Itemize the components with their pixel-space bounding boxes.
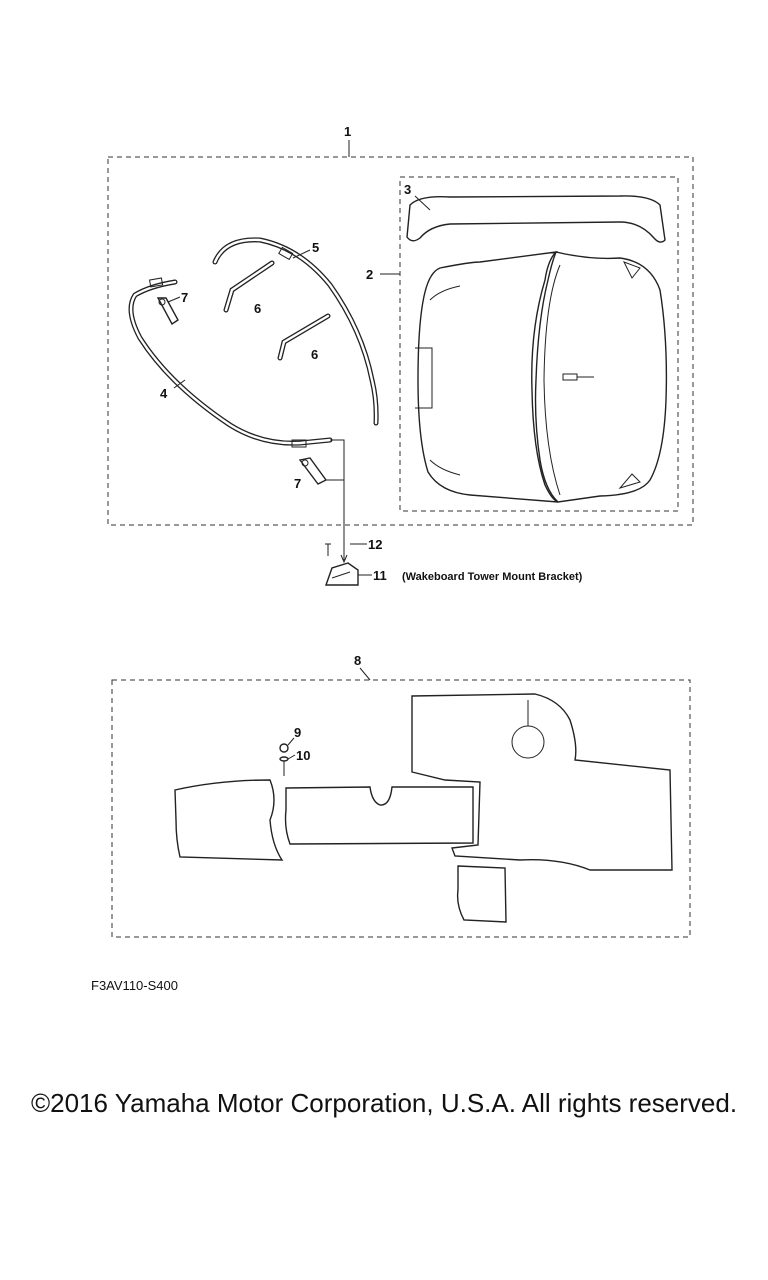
part-11-mount-bracket (325, 562, 359, 586)
callout-6-lower: 6 (311, 347, 318, 362)
part-6-brace-upper (223, 260, 275, 313)
diagram-code: F3AV110-S400 (91, 978, 178, 993)
part-5-rear-frame (212, 237, 379, 426)
callout-7-lower: 7 (294, 476, 301, 491)
callout-1: 1 (344, 124, 351, 139)
part-2-canvas (415, 251, 668, 503)
copyright-notice: ©2016 Yamaha Motor Corporation, U.S.A. A… (30, 1088, 738, 1118)
callout-4: 4 (160, 386, 168, 401)
part-7-hinge-upper (156, 297, 179, 326)
callout-10: 10 (296, 748, 310, 763)
callout-3: 3 (404, 182, 411, 197)
group-1-kit: 1 2 3 4 (107, 124, 694, 564)
part-7-hinge-lower (298, 457, 328, 485)
group-1-dashed-frame (107, 156, 694, 526)
part-6-brace-lower (277, 313, 331, 361)
callout-8: 8 (354, 653, 361, 668)
callout-7-upper: 7 (181, 290, 188, 305)
callout-5: 5 (312, 240, 319, 255)
part-3-cover (406, 195, 666, 243)
mat-main-piece (411, 693, 673, 871)
mat-center-piece (284, 786, 474, 845)
callout-2: 2 (366, 267, 373, 282)
group-8-dashed-frame (111, 679, 691, 938)
part-12-screw (325, 543, 331, 556)
callout-6-upper: 6 (254, 301, 261, 316)
callout-9: 9 (294, 725, 301, 740)
annotation-wakeboard-bracket: (Wakeboard Tower Mount Bracket) (402, 571, 583, 583)
group-2-dashed-frame (399, 176, 679, 512)
part-10-washer (279, 756, 289, 776)
callout-11: 11 (373, 568, 387, 583)
parts-diagram: 1 2 3 4 (107, 124, 694, 938)
group-8-mat-kit: 8 9 10 (111, 653, 691, 938)
mat-bow-piece (174, 779, 284, 861)
part-4-front-frame (128, 277, 333, 448)
callout-12: 12 (368, 537, 382, 552)
mat-step-piece (456, 865, 507, 923)
part-9-snap (279, 743, 289, 753)
